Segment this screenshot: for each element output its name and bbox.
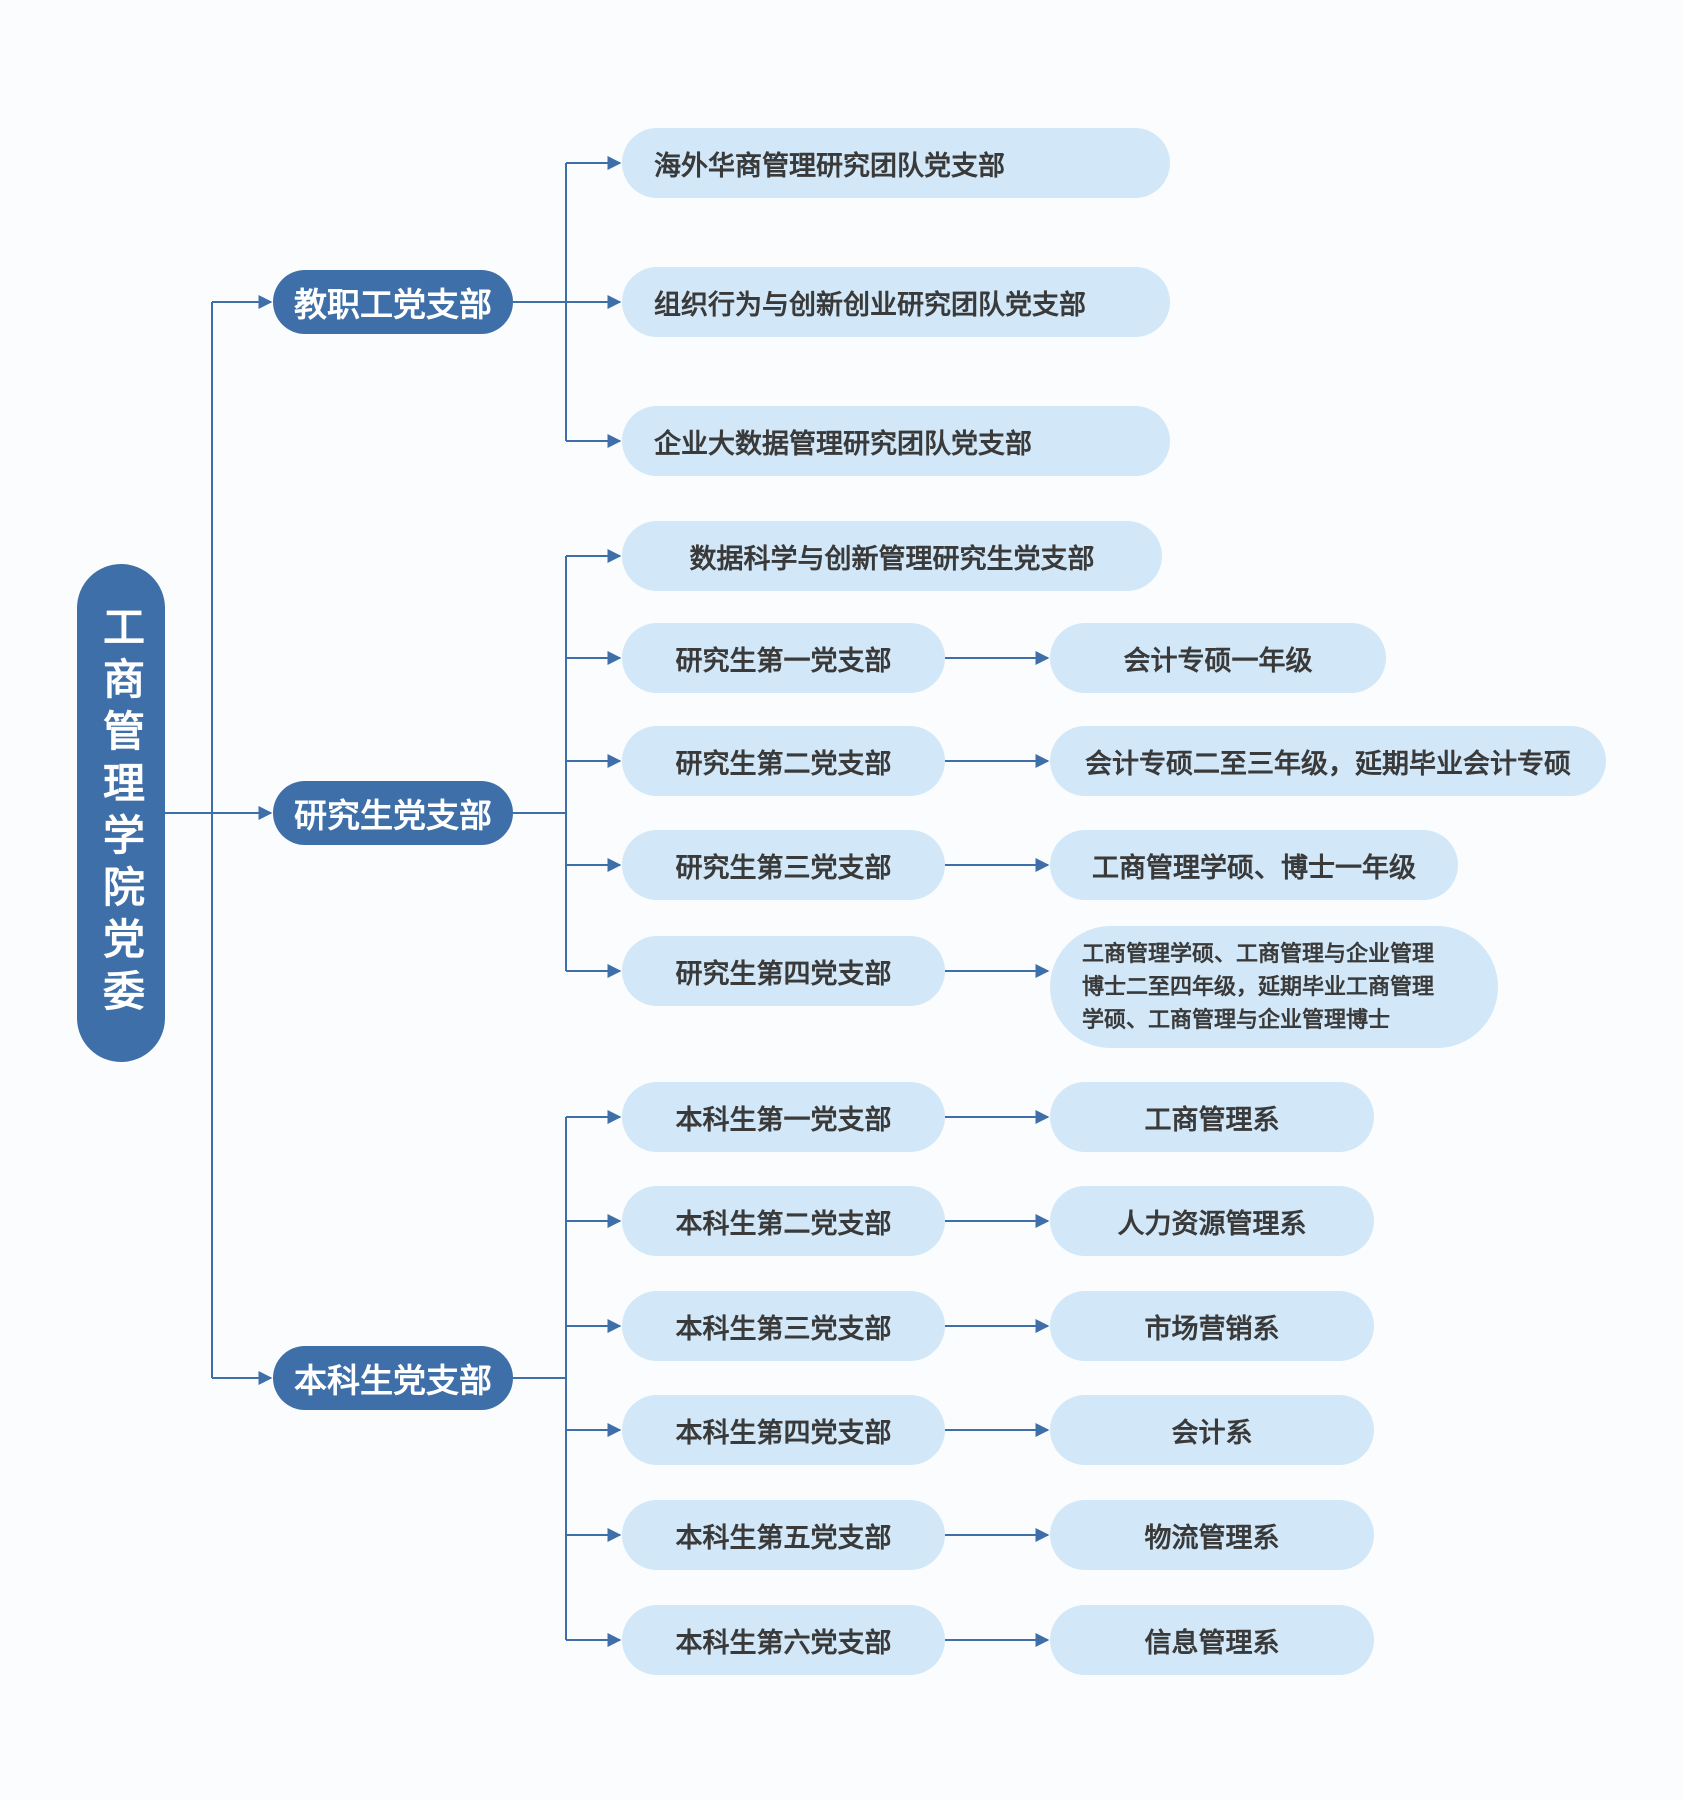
branch-node-graduate: 研究生党支部 bbox=[273, 781, 513, 845]
undergrad-branch-node: 本科生第三党支部 bbox=[622, 1291, 945, 1361]
grad-leaf-node-label: 工商管理学硕、博士一年级 bbox=[1092, 852, 1416, 884]
branch-node-staff: 教职工党支部 bbox=[273, 270, 513, 334]
grad-branch-node: 研究生第一党支部 bbox=[622, 623, 945, 693]
grad-leaf-node-multiline: 工商管理学硕、工商管理与企业管理 博士二至四年级，延期毕业工商管理 学硕、工商管… bbox=[1050, 926, 1498, 1048]
undergrad-branch-node-label: 本科生第六党支部 bbox=[675, 1627, 892, 1659]
branch-node-graduate-label: 研究生党支部 bbox=[294, 796, 492, 835]
grad-branch-node: 数据科学与创新管理研究生党支部 bbox=[622, 521, 1162, 591]
undergrad-branch-node: 本科生第二党支部 bbox=[622, 1186, 945, 1256]
undergrad-leaf-node: 信息管理系 bbox=[1050, 1605, 1374, 1675]
undergrad-leaf-node-label: 会计系 bbox=[1171, 1417, 1253, 1449]
undergrad-leaf-node-label: 人力资源管理系 bbox=[1117, 1208, 1307, 1240]
grad-leaf-node-text: 工商管理学硕、工商管理与企业管理 博士二至四年级，延期毕业工商管理 学硕、工商管… bbox=[1082, 938, 1434, 1037]
undergrad-branch-node-label: 本科生第二党支部 bbox=[675, 1208, 892, 1240]
grad-branch-node-label: 研究生第四党支部 bbox=[675, 958, 892, 990]
grad-leaf-node: 会计专硕二至三年级，延期毕业会计专硕 bbox=[1050, 726, 1606, 796]
staff-branch-node: 企业大数据管理研究团队党支部 bbox=[622, 406, 1170, 476]
undergrad-leaf-node: 会计系 bbox=[1050, 1395, 1374, 1465]
grad-branch-node: 研究生第二党支部 bbox=[622, 726, 945, 796]
undergrad-leaf-node-label: 物流管理系 bbox=[1144, 1522, 1280, 1554]
grad-leaf-node-label: 会计专硕一年级 bbox=[1123, 645, 1313, 677]
staff-branch-node-label: 企业大数据管理研究团队党支部 bbox=[654, 428, 1032, 460]
grad-leaf-node: 工商管理学硕、博士一年级 bbox=[1050, 830, 1458, 900]
staff-branch-node: 组织行为与创新创业研究团队党支部 bbox=[622, 267, 1170, 337]
grad-branch-node-label: 数据科学与创新管理研究生党支部 bbox=[689, 543, 1095, 575]
grad-branch-node-label: 研究生第一党支部 bbox=[675, 645, 892, 677]
undergrad-branch-node-label: 本科生第三党支部 bbox=[675, 1313, 892, 1345]
root-node-label: 工商管理学院党委 bbox=[96, 605, 146, 1021]
undergrad-leaf-node-label: 信息管理系 bbox=[1144, 1627, 1280, 1659]
grad-leaf-node-label: 会计专硕二至三年级，延期毕业会计专硕 bbox=[1085, 748, 1571, 780]
grad-branch-node: 研究生第三党支部 bbox=[622, 830, 945, 900]
undergrad-branch-node-label: 本科生第一党支部 bbox=[675, 1104, 892, 1136]
grad-branch-node-label: 研究生第三党支部 bbox=[675, 852, 892, 884]
undergrad-branch-node-label: 本科生第四党支部 bbox=[675, 1417, 892, 1449]
grad-leaf-node-line: 博士二至四年级，延期毕业工商管理 bbox=[1082, 974, 1435, 1000]
undergrad-leaf-node: 物流管理系 bbox=[1050, 1500, 1374, 1570]
staff-branch-node-label: 海外华商管理研究团队党支部 bbox=[654, 150, 1005, 182]
undergrad-leaf-node-label: 市场营销系 bbox=[1144, 1313, 1280, 1345]
undergrad-branch-node: 本科生第一党支部 bbox=[622, 1082, 945, 1152]
undergrad-leaf-node-label: 工商管理系 bbox=[1144, 1104, 1280, 1136]
undergrad-leaf-node: 人力资源管理系 bbox=[1050, 1186, 1374, 1256]
undergrad-branch-node: 本科生第四党支部 bbox=[622, 1395, 945, 1465]
grad-branch-node: 研究生第四党支部 bbox=[622, 936, 945, 1006]
staff-branch-node: 海外华商管理研究团队党支部 bbox=[622, 128, 1170, 198]
branch-node-undergraduate: 本科生党支部 bbox=[273, 1346, 513, 1410]
undergrad-leaf-node: 市场营销系 bbox=[1050, 1291, 1374, 1361]
grad-leaf-node: 会计专硕一年级 bbox=[1050, 623, 1386, 693]
root-node: 工商管理学院党委 bbox=[77, 564, 165, 1062]
undergrad-leaf-node: 工商管理系 bbox=[1050, 1082, 1374, 1152]
grad-leaf-node-line: 学硕、工商管理与企业管理博士 bbox=[1082, 1007, 1391, 1033]
undergrad-branch-node-label: 本科生第五党支部 bbox=[675, 1522, 892, 1554]
grad-leaf-node-line: 工商管理学硕、工商管理与企业管理 bbox=[1082, 941, 1435, 967]
branch-node-staff-label: 教职工党支部 bbox=[294, 285, 492, 324]
staff-branch-node-label: 组织行为与创新创业研究团队党支部 bbox=[654, 289, 1086, 321]
grad-branch-node-label: 研究生第二党支部 bbox=[675, 748, 892, 780]
undergrad-branch-node: 本科生第六党支部 bbox=[622, 1605, 945, 1675]
branch-node-undergraduate-label: 本科生党支部 bbox=[294, 1361, 492, 1400]
undergrad-branch-node: 本科生第五党支部 bbox=[622, 1500, 945, 1570]
